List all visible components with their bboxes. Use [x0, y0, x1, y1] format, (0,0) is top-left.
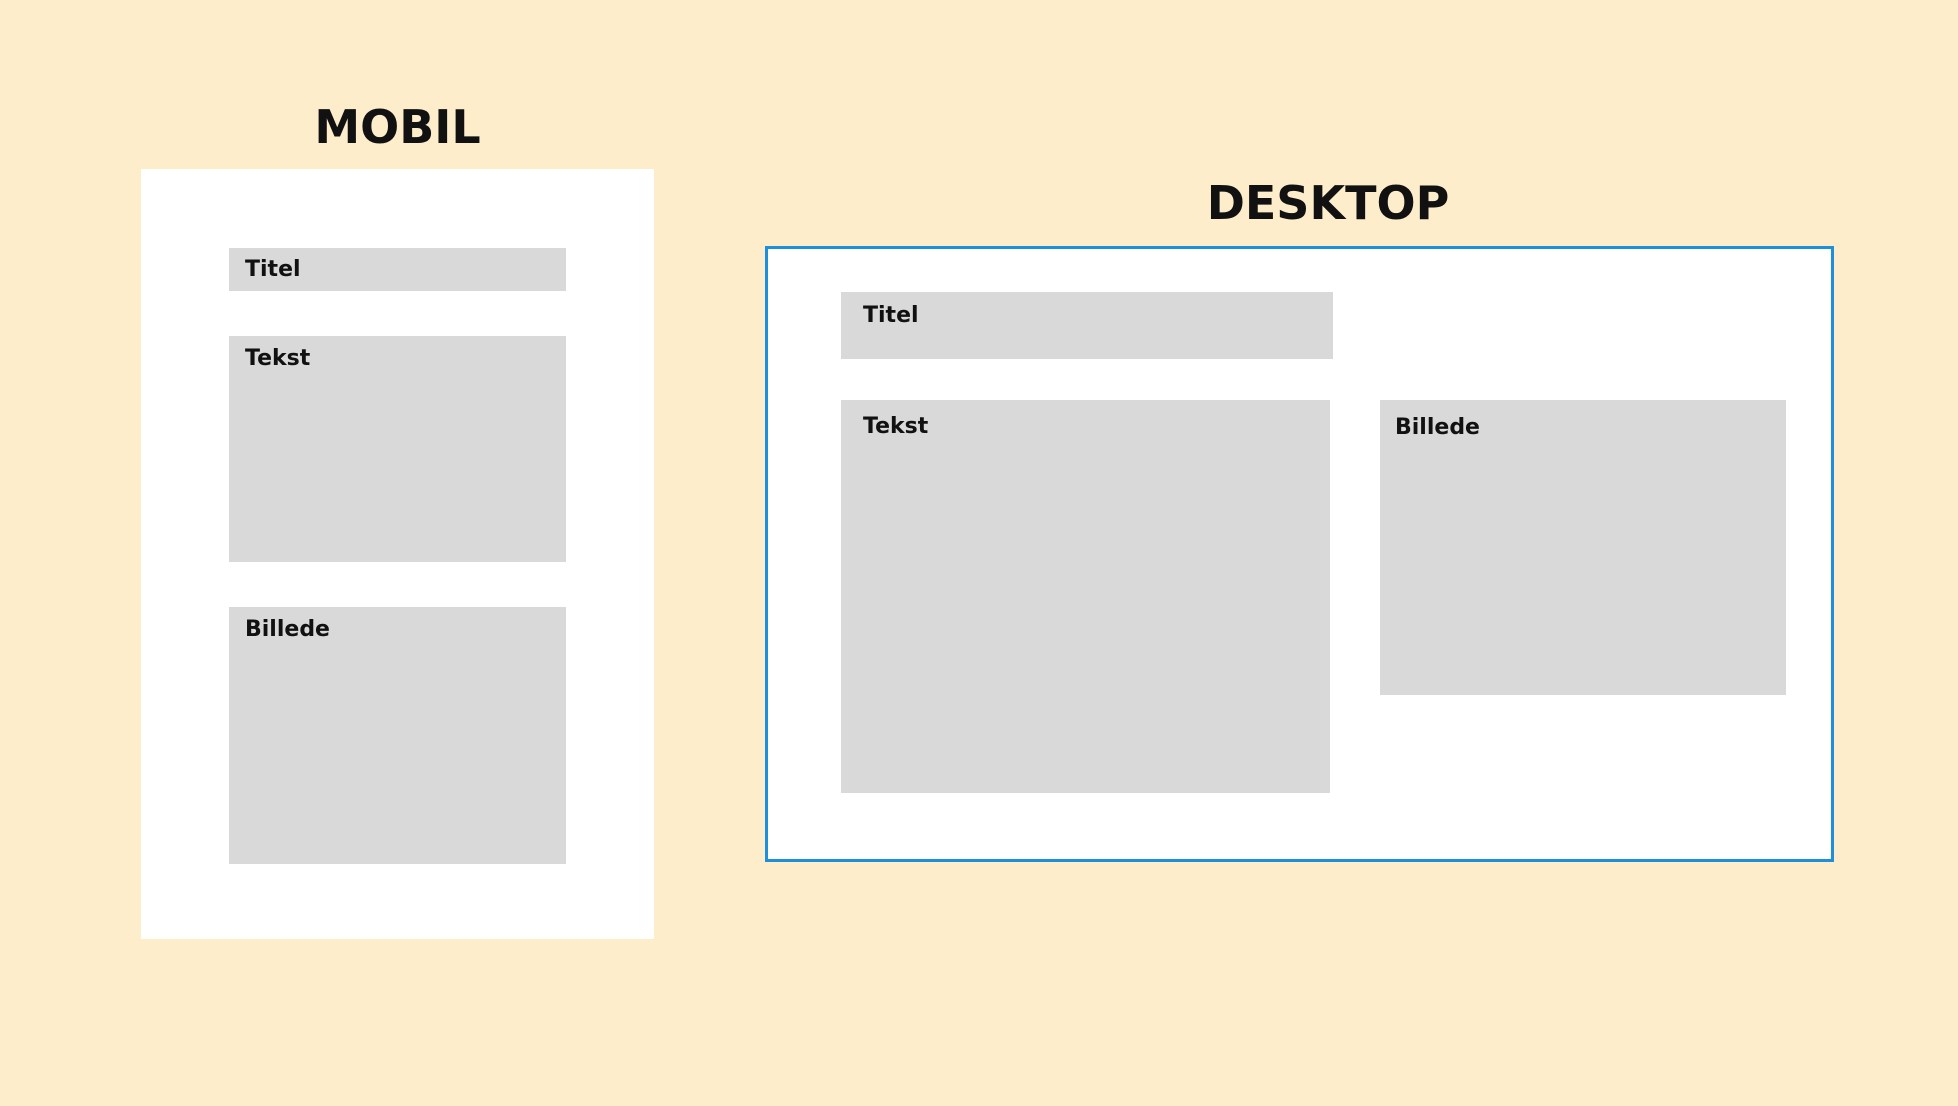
mobile-heading: MOBIL [314, 100, 481, 154]
desktop-title-label: Titel [863, 303, 919, 328]
mobile-text-label: Tekst [245, 346, 311, 371]
desktop-layout-frame: Titel Tekst Billede [765, 246, 1834, 862]
mobile-layout-frame: Titel Tekst Billede [141, 169, 654, 939]
mobile-title-label: Titel [245, 257, 301, 282]
mobile-title-block: Titel [229, 248, 566, 291]
mobile-image-label: Billede [245, 617, 330, 642]
desktop-title-block: Titel [841, 292, 1333, 359]
desktop-image-label: Billede [1395, 415, 1480, 440]
mobile-text-block: Tekst [229, 336, 566, 562]
desktop-text-label: Tekst [863, 414, 929, 439]
mobile-image-block: Billede [229, 607, 566, 864]
desktop-text-block: Tekst [841, 400, 1330, 793]
desktop-image-block: Billede [1380, 400, 1786, 695]
desktop-heading: DESKTOP [1206, 176, 1450, 230]
